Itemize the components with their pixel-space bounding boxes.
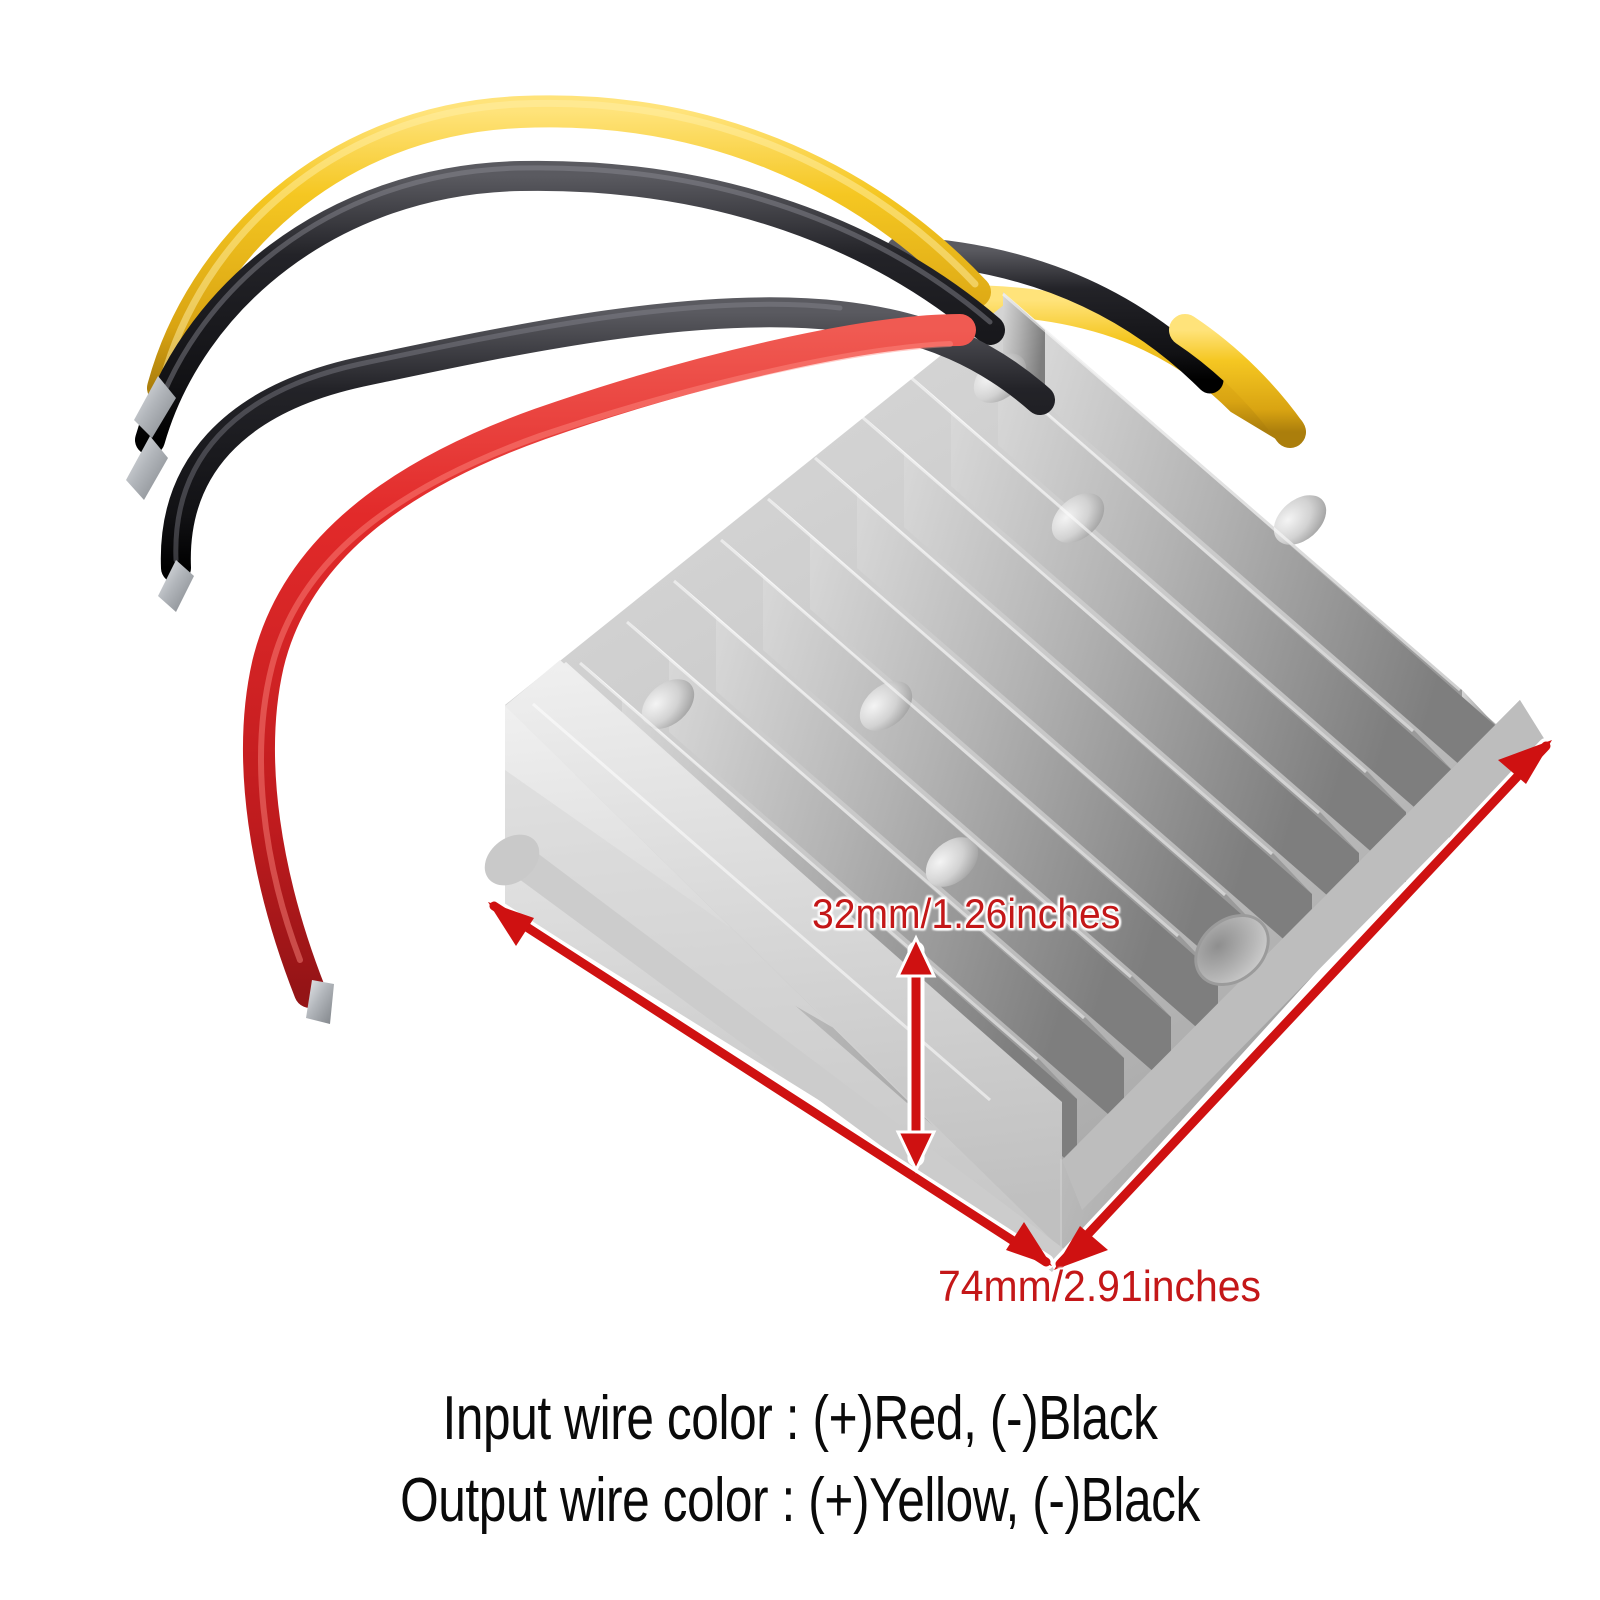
input-wire-color-caption: Input wire color : (+)Red, (-)Black [442, 1384, 1158, 1453]
input-positive-wire [243, 314, 976, 1008]
wire-tips [126, 376, 334, 1024]
height-dimension-label: 32mm/1.26inches [812, 890, 1121, 937]
width-dimension-arrow [486, 898, 1054, 1270]
mounting-hole [1195, 915, 1269, 985]
dimension-arrows [486, 738, 1554, 1272]
output-positive-wire [147, 95, 991, 404]
wire-group-front [126, 95, 1306, 1024]
width-dimension-label: 74mm/2.91inches [938, 1262, 1261, 1311]
black-wire-tip-1 [126, 436, 168, 500]
red-wire-tip [306, 980, 334, 1024]
height-dimension-arrow [895, 934, 937, 1174]
yellow-wire-tip [134, 376, 176, 438]
output-negative-wire [135, 160, 1005, 455]
wire-color-caption-block: Input wire color : (+)Red, (-)Black Outp… [0, 1378, 1600, 1542]
width-dimension-arrow-right [1052, 738, 1554, 1272]
black-wire-tip-2 [158, 560, 194, 612]
heatsink-body [484, 292, 1545, 1272]
output-wire-color-caption: Output wire color : (+)Yellow, (-)Black [400, 1466, 1200, 1535]
